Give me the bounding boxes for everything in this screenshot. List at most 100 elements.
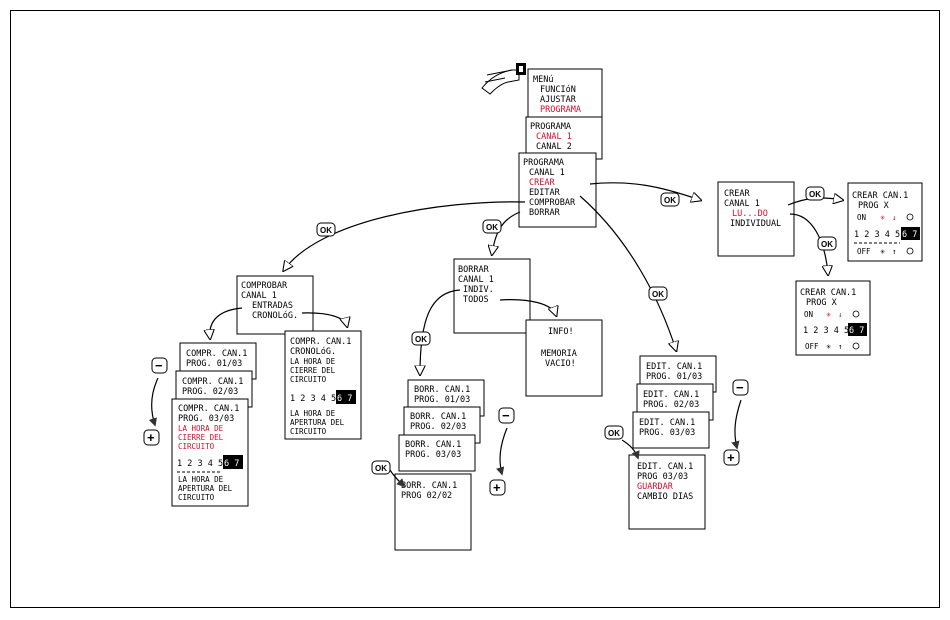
programa-canal2: CANAL 2: [536, 142, 572, 152]
programa-options-screen: PROGRAMA CANAL 1 CREAR EDITAR COMPROBAR …: [518, 152, 597, 228]
svg-text:EDIT. CAN.1: EDIT. CAN.1: [646, 362, 702, 372]
svg-text:✳: ✳: [826, 310, 831, 320]
ok-button[interactable]: OK: [805, 186, 825, 201]
programa2-canal: CANAL 1: [529, 168, 565, 178]
programa2-editar: EDITAR: [529, 188, 561, 198]
plus-button[interactable]: +: [723, 449, 740, 466]
programa2-crear: CREAR: [529, 178, 555, 188]
svg-text:CRONOLóG.: CRONOLóG.: [290, 346, 336, 357]
svg-text:CIERRE DEL: CIERRE DEL: [178, 433, 224, 442]
svg-text:+: +: [147, 430, 155, 445]
borr-card-3: BORR. CAN.1 PROG. 03/03: [398, 434, 476, 472]
borr-card-4: BORR. CAN.1 PROG 02/02: [394, 473, 472, 551]
svg-text:BORR. CAN.1: BORR. CAN.1: [401, 481, 457, 491]
svg-text:INFO!: INFO!: [548, 327, 574, 337]
svg-text:−: −: [502, 408, 510, 423]
svg-text:PROG. 03/03: PROG. 03/03: [639, 428, 695, 438]
hand-press-icon: [481, 63, 526, 95]
svg-text:ON: ON: [804, 310, 813, 319]
svg-text:CIRCUITO: CIRCUITO: [290, 427, 327, 436]
svg-text:BORR. CAN.1: BORR. CAN.1: [414, 385, 470, 395]
svg-text:1 2 3 4 5: 1 2 3 4 5: [854, 230, 900, 240]
svg-text:COMPR. CAN.1: COMPR. CAN.1: [182, 377, 243, 387]
ok-button[interactable]: OK: [316, 222, 336, 237]
svg-text:LA HORA DE: LA HORA DE: [290, 409, 336, 418]
svg-text:CIRCUITO: CIRCUITO: [290, 375, 327, 384]
svg-text:LA HORA DE: LA HORA DE: [290, 357, 336, 366]
svg-text:BORR. CAN.1: BORR. CAN.1: [410, 412, 466, 422]
svg-text:↓: ↓: [838, 310, 843, 319]
svg-text:PROG. 01/03: PROG. 01/03: [646, 372, 702, 382]
svg-text:PROG. 03/03: PROG. 03/03: [405, 450, 461, 460]
ok-button[interactable]: OK: [660, 192, 680, 207]
svg-text:EDIT. CAN.1: EDIT. CAN.1: [643, 390, 699, 400]
svg-text:PROG 03/03: PROG 03/03: [637, 472, 688, 482]
ok-button[interactable]: OK: [648, 286, 668, 301]
svg-text:CIRCUITO: CIRCUITO: [178, 493, 215, 502]
edit-card-4: EDIT. CAN.1 PROG 03/03 GUARDAR CAMBIO DI…: [628, 454, 706, 530]
svg-text:CANAL 1: CANAL 1: [241, 291, 277, 301]
menu-item-funcion: FUNCIóN: [540, 84, 576, 95]
svg-text:CRONOLóG.: CRONOLóG.: [252, 310, 298, 321]
svg-text:PROG. 02/03: PROG. 02/03: [643, 400, 699, 410]
svg-text:PROG X: PROG X: [806, 298, 838, 308]
ok-button[interactable]: OK: [371, 460, 391, 475]
borrar-screen: BORRAR CANAL 1 INDIV. TODOS: [453, 258, 531, 334]
svg-text:PROG. 01/03: PROG. 01/03: [186, 359, 242, 369]
clock-icon: [906, 213, 914, 221]
ok-button[interactable]: OK: [411, 331, 431, 346]
crear-lu-do: LU...DO: [732, 209, 768, 219]
ok-button[interactable]: OK: [817, 236, 837, 251]
menu-title: MENú: [533, 75, 553, 85]
svg-text:OFF: OFF: [805, 342, 819, 351]
plus-button[interactable]: +: [489, 479, 506, 496]
svg-text:OK: OK: [652, 290, 664, 299]
menu-item-programa: PROGRAMA: [540, 105, 581, 115]
svg-text:LA HORA DE: LA HORA DE: [178, 424, 224, 433]
svg-text:OK: OK: [608, 429, 620, 438]
svg-text:OK: OK: [320, 226, 332, 235]
minus-button[interactable]: −: [151, 357, 168, 374]
svg-text:CREAR CAN.1: CREAR CAN.1: [800, 288, 856, 298]
ok-button[interactable]: OK: [482, 219, 502, 234]
svg-text:COMPR. CAN.1: COMPR. CAN.1: [186, 349, 247, 359]
sun-icon: ✳: [880, 213, 885, 223]
svg-text:−: −: [155, 358, 163, 373]
plus-button[interactable]: +: [143, 429, 160, 446]
svg-text:−: −: [736, 380, 744, 395]
compr-card-3: COMPR. CAN.1 PROG. 03/03 LA HORA DE CIER…: [171, 398, 249, 507]
svg-text:ENTRADAS: ENTRADAS: [252, 301, 293, 311]
svg-text:6 7: 6 7: [224, 459, 239, 469]
edit-card-3: EDIT. CAN.1 PROG. 03/03: [632, 411, 710, 449]
svg-text:MEMORIA: MEMORIA: [541, 349, 577, 359]
minus-button[interactable]: −: [498, 407, 515, 424]
svg-text:6 7: 6 7: [902, 230, 917, 240]
svg-text:BORR. CAN.1: BORR. CAN.1: [405, 440, 461, 450]
minus-button[interactable]: −: [732, 379, 749, 396]
crear-individual: INDIVIDUAL: [730, 219, 781, 229]
svg-text:PROG. 02/03: PROG. 02/03: [410, 422, 466, 432]
programa2-title: PROGRAMA: [523, 158, 564, 168]
crear-can-screen-top: CREAR CAN.1 PROG X ON ✳ ↓ 1 2 3 4 5 6 7 …: [847, 182, 923, 262]
svg-text:OK: OK: [809, 190, 821, 199]
info-screen: INFO! MEMORIA VACIO!: [525, 319, 603, 397]
crear-screen: CREAR CANAL 1 LU...DO INDIVIDUAL: [717, 181, 795, 257]
svg-text:APERTURA DEL: APERTURA DEL: [290, 418, 345, 427]
svg-text:6 7: 6 7: [849, 326, 864, 336]
svg-text:6 7: 6 7: [337, 394, 352, 404]
crear-title: CREAR: [724, 189, 750, 199]
crear-can-screen-bottom: CREAR CAN.1 PROG X ON ✳ ↓ 1 2 3 4 5 6 7 …: [795, 280, 871, 356]
menu-item-ajustar: AJUSTAR: [540, 95, 577, 105]
svg-text:↑: ↑: [838, 342, 843, 351]
svg-text:CIRCUITO: CIRCUITO: [178, 442, 215, 451]
svg-text:OK: OK: [486, 223, 498, 232]
svg-text:OFF: OFF: [857, 247, 871, 256]
svg-text:OK: OK: [664, 196, 676, 205]
svg-text:+: +: [493, 480, 501, 495]
svg-text:COMPR. CAN.1: COMPR. CAN.1: [290, 337, 351, 347]
svg-text:LA HORA DE: LA HORA DE: [178, 475, 224, 484]
ok-button[interactable]: OK: [604, 425, 624, 440]
crear-canal: CANAL 1: [724, 199, 760, 209]
svg-text:ON: ON: [857, 213, 866, 222]
